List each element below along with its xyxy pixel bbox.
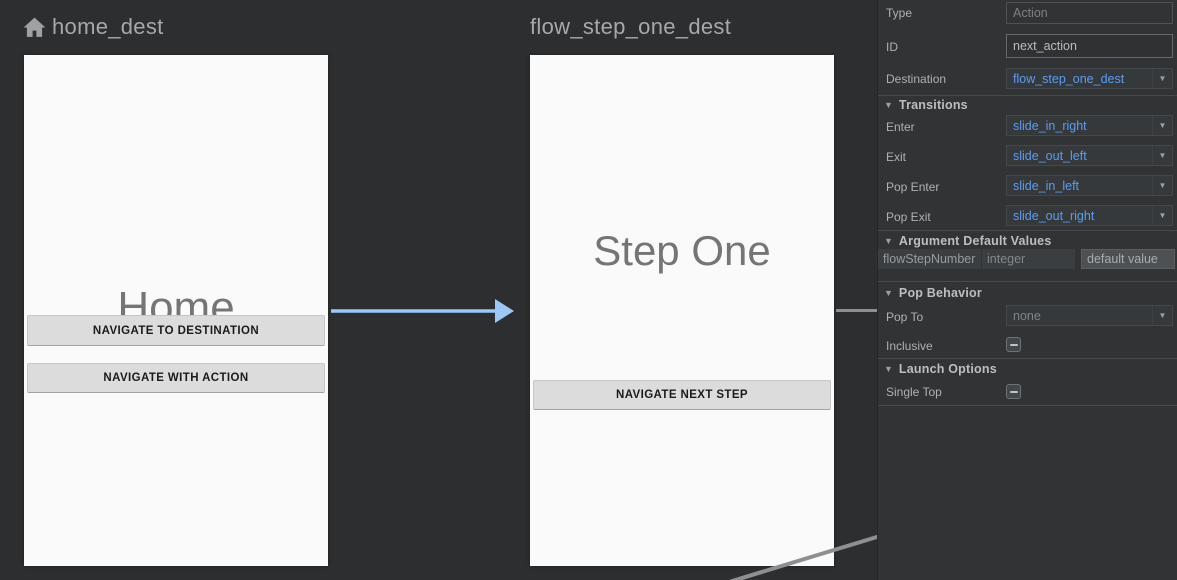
collapse-arrow-icon: ▼ <box>884 364 893 374</box>
collapse-arrow-icon: ▼ <box>884 100 893 110</box>
divider <box>878 281 1177 282</box>
exit-transition-dropdown[interactable]: slide_out_left ▼ <box>1006 145 1173 166</box>
argument-defaults-section-header[interactable]: ▼ Argument Default Values <box>884 234 1052 248</box>
indeterminate-dash-icon <box>1009 343 1018 346</box>
transitions-section-header[interactable]: ▼ Transitions <box>884 98 968 112</box>
id-input[interactable] <box>1006 34 1173 58</box>
divider <box>878 405 1177 406</box>
pop-enter-transition-dropdown[interactable]: slide_in_left ▼ <box>1006 175 1173 196</box>
collapse-arrow-icon: ▼ <box>884 288 893 298</box>
chevron-down-icon: ▼ <box>1152 306 1172 325</box>
destination-header-flow-step-one[interactable]: flow_step_one_dest <box>530 10 731 44</box>
argument-default-value-input[interactable] <box>1081 249 1175 269</box>
pop-to-label: Pop To <box>886 310 924 324</box>
pop-behavior-section-header[interactable]: ▼ Pop Behavior <box>884 286 982 300</box>
enter-transition-dropdown[interactable]: slide_in_right ▼ <box>1006 115 1173 136</box>
pop-exit-label: Pop Exit <box>886 210 931 224</box>
divider <box>878 230 1177 231</box>
navigate-to-destination-button: NAVIGATE TO DESTINATION <box>27 315 325 346</box>
destination-dropdown[interactable]: flow_step_one_dest ▼ <box>1006 68 1173 89</box>
single-top-label: Single Top <box>886 385 942 399</box>
navigate-with-action-button: NAVIGATE WITH ACTION <box>27 363 325 393</box>
divider <box>878 95 1177 96</box>
destination-header-home[interactable]: home_dest <box>22 10 164 44</box>
destination-preview-home[interactable]: Home NAVIGATE TO DESTINATION NAVIGATE WI… <box>24 55 328 566</box>
exit-label: Exit <box>886 150 907 164</box>
inclusive-label: Inclusive <box>886 339 933 353</box>
inclusive-checkbox[interactable] <box>1006 337 1021 352</box>
launch-options-section-header[interactable]: ▼ Launch Options <box>884 362 997 376</box>
chevron-down-icon: ▼ <box>1152 116 1172 135</box>
indeterminate-dash-icon <box>1009 390 1018 393</box>
destination-title: flow_step_one_dest <box>530 14 732 39</box>
chevron-down-icon: ▼ <box>1152 176 1172 195</box>
type-label: Type <box>886 6 913 20</box>
home-icon <box>23 17 46 37</box>
divider <box>878 358 1177 359</box>
argument-row: flowStepNumber integer <box>878 249 1177 269</box>
chevron-down-icon: ▼ <box>1152 69 1172 88</box>
destination-title: home_dest <box>52 14 164 39</box>
pop-to-dropdown[interactable]: none ▼ <box>1006 305 1173 326</box>
pop-enter-label: Pop Enter <box>886 180 940 194</box>
navigate-next-step-button: NAVIGATE NEXT STEP <box>533 380 831 410</box>
destination-preview-flow-step-one[interactable]: Step One NAVIGATE NEXT STEP <box>530 55 834 566</box>
collapse-arrow-icon: ▼ <box>884 236 893 246</box>
chevron-down-icon: ▼ <box>1152 206 1172 225</box>
enter-label: Enter <box>886 120 915 134</box>
action-arrow-home-to-step-one[interactable] <box>331 299 514 323</box>
type-input[interactable] <box>1006 2 1173 24</box>
id-label: ID <box>886 40 898 54</box>
destination-label: Destination <box>886 72 947 86</box>
argument-name-cell[interactable]: flowStepNumber <box>878 249 981 269</box>
nav-graph-canvas[interactable]: home_dest Home NAVIGATE TO DESTINATION N… <box>0 0 877 580</box>
attributes-panel: Type ID Destination flow_step_one_dest ▼… <box>877 0 1177 580</box>
chevron-down-icon: ▼ <box>1152 146 1172 165</box>
single-top-checkbox[interactable] <box>1006 384 1021 399</box>
pop-exit-transition-dropdown[interactable]: slide_out_right ▼ <box>1006 205 1173 226</box>
screen-text-step-one: Step One <box>593 227 771 274</box>
argument-type-cell[interactable]: integer <box>982 249 1075 269</box>
